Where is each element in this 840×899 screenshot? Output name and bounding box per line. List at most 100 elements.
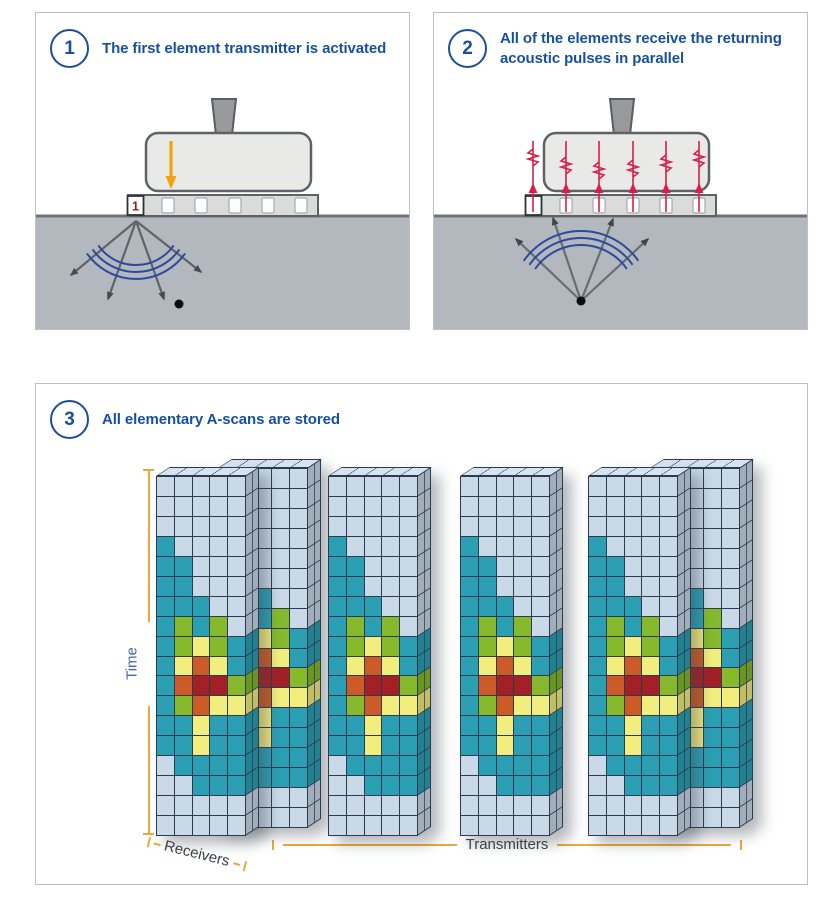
ascan-cell <box>329 516 346 536</box>
ascan-cell <box>642 736 660 756</box>
transmitters-axis: Transmitters <box>272 836 743 853</box>
slab-face <box>549 466 563 836</box>
ascan-cell <box>496 477 514 496</box>
ascan-cell <box>157 556 174 576</box>
ascan-cell <box>329 656 346 676</box>
ascan-cell <box>192 536 210 556</box>
ascan-cell <box>192 616 210 636</box>
ascan-cell <box>364 556 382 576</box>
ascan-cell <box>400 516 417 536</box>
ascan-cell <box>496 716 514 736</box>
ascan-cell <box>606 736 624 756</box>
ascan-cell <box>722 708 739 728</box>
ascan-cell <box>532 796 549 816</box>
ascan-cell <box>382 596 400 616</box>
ascan-cell <box>228 636 245 656</box>
ascan-cell <box>642 756 660 776</box>
ascan-cell <box>290 528 307 548</box>
ascan-cell <box>192 716 210 736</box>
ascan-cell <box>461 716 478 736</box>
ascan-cell <box>496 776 514 796</box>
ascan-cell <box>210 676 228 696</box>
ascan-cell <box>290 768 307 788</box>
ascan-cell <box>589 496 606 516</box>
ascan-cell <box>329 536 346 556</box>
ascan-cell <box>642 676 660 696</box>
ascan-cell <box>400 816 417 835</box>
step3-panel: 3 All elementary A-scans are stored Time… <box>35 383 808 885</box>
ascan-cell <box>532 816 549 835</box>
ascan-cell <box>660 596 677 616</box>
ascan-cell <box>228 816 245 835</box>
ascan-cell <box>210 696 228 716</box>
ascan-cell <box>532 736 549 756</box>
ascan-cell <box>346 756 364 776</box>
ascan-cell <box>589 756 606 776</box>
ascan-cell <box>382 636 400 656</box>
ascan-cell <box>400 596 417 616</box>
slab-face <box>460 476 550 836</box>
ascan-cell <box>272 608 290 628</box>
ascan-cell <box>364 636 382 656</box>
ascan-cell <box>210 516 228 536</box>
ascan-cell <box>722 688 739 708</box>
time-axis-line-lower <box>148 706 150 834</box>
ascan-cell <box>589 696 606 716</box>
ascan-cell <box>478 796 496 816</box>
ascan-cell <box>624 516 642 536</box>
ascan-cell <box>496 556 514 576</box>
ascan-cell <box>157 576 174 596</box>
ascan-cell <box>461 596 478 616</box>
ascan-cell <box>496 516 514 536</box>
ascan-cell <box>192 576 210 596</box>
ascan-cell <box>290 508 307 528</box>
ascan-cell <box>624 536 642 556</box>
ascan-cell <box>382 796 400 816</box>
ascan-cell <box>228 716 245 736</box>
ascan-cell <box>478 696 496 716</box>
ascan-cell <box>589 796 606 816</box>
ascan-cell <box>290 588 307 608</box>
ascan-cell <box>532 596 549 616</box>
ascan-cell <box>642 496 660 516</box>
ascan-cell <box>382 776 400 796</box>
ascan-cell <box>228 516 245 536</box>
ascan-cell <box>382 616 400 636</box>
ascan-cell <box>496 796 514 816</box>
ascan-cell <box>722 668 739 688</box>
ascan-cell <box>290 708 307 728</box>
ascan-cell <box>210 477 228 496</box>
ascan-cell <box>228 576 245 596</box>
step2-number-badge: 2 <box>448 29 487 68</box>
transmit-pulse-arrow <box>165 141 177 189</box>
ascan-cell <box>606 656 624 676</box>
slab-face <box>588 476 678 836</box>
ascan-cell <box>364 516 382 536</box>
ascan-cell <box>624 716 642 736</box>
receivers-left-tick <box>146 836 152 847</box>
ascan-cell <box>514 516 532 536</box>
probe-body <box>542 131 711 193</box>
ascan-cell <box>496 816 514 835</box>
ascan-cell <box>174 536 192 556</box>
ascan-cell <box>478 816 496 835</box>
ascan-cell <box>660 676 677 696</box>
ascan-cell <box>364 576 382 596</box>
ascan-cell <box>192 796 210 816</box>
receive-pulse-signals <box>525 141 707 212</box>
ascan-cell <box>174 576 192 596</box>
element-1-box <box>126 195 145 216</box>
ascan-cell <box>272 488 290 508</box>
ascan-cell <box>272 568 290 588</box>
element-strip <box>127 194 319 217</box>
ascan-cell <box>346 477 364 496</box>
ascan-cell <box>228 656 245 676</box>
ascan-cell <box>478 656 496 676</box>
ascan-cell <box>532 556 549 576</box>
ascan-cell <box>660 796 677 816</box>
ascan-cell <box>228 596 245 616</box>
ascan-cell <box>642 576 660 596</box>
ascan-cell <box>514 596 532 616</box>
ascan-cell <box>704 748 722 768</box>
wavefront-arcs <box>86 244 186 280</box>
